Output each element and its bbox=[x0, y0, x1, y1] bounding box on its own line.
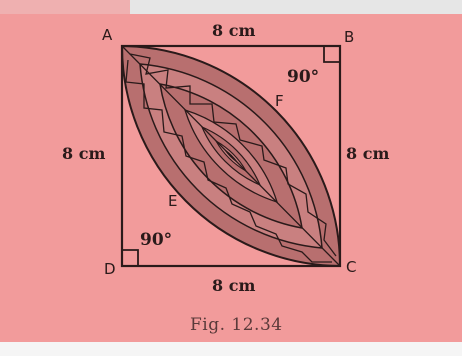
zigzag-lower bbox=[125, 59, 332, 263]
side-length-dc: 8 cm bbox=[212, 276, 255, 295]
angle-label-d: 90° bbox=[140, 230, 172, 250]
side-length-bc: 8 cm bbox=[346, 144, 389, 163]
vertex-label-b: B bbox=[344, 28, 354, 46]
angle-label-b: 90° bbox=[287, 67, 319, 87]
right-angle-marker-b bbox=[323, 46, 340, 63]
side-length-ad: 8 cm bbox=[62, 144, 105, 163]
zigzag-upper bbox=[129, 53, 337, 257]
right-angle-marker-d bbox=[122, 249, 139, 266]
bottom-strip bbox=[0, 342, 462, 356]
vertex-label-c: C bbox=[346, 258, 356, 276]
square-abcd bbox=[120, 44, 342, 268]
point-label-e: E bbox=[168, 192, 177, 210]
figure-caption: Fig. 12.34 bbox=[190, 315, 283, 335]
top-strip bbox=[0, 0, 462, 14]
vertex-label-d: D bbox=[104, 260, 116, 278]
point-label-f: F bbox=[275, 92, 284, 110]
side-length-ab: 8 cm bbox=[212, 21, 255, 40]
diagonal-ac bbox=[121, 45, 341, 267]
vertex-label-a: A bbox=[102, 26, 113, 44]
